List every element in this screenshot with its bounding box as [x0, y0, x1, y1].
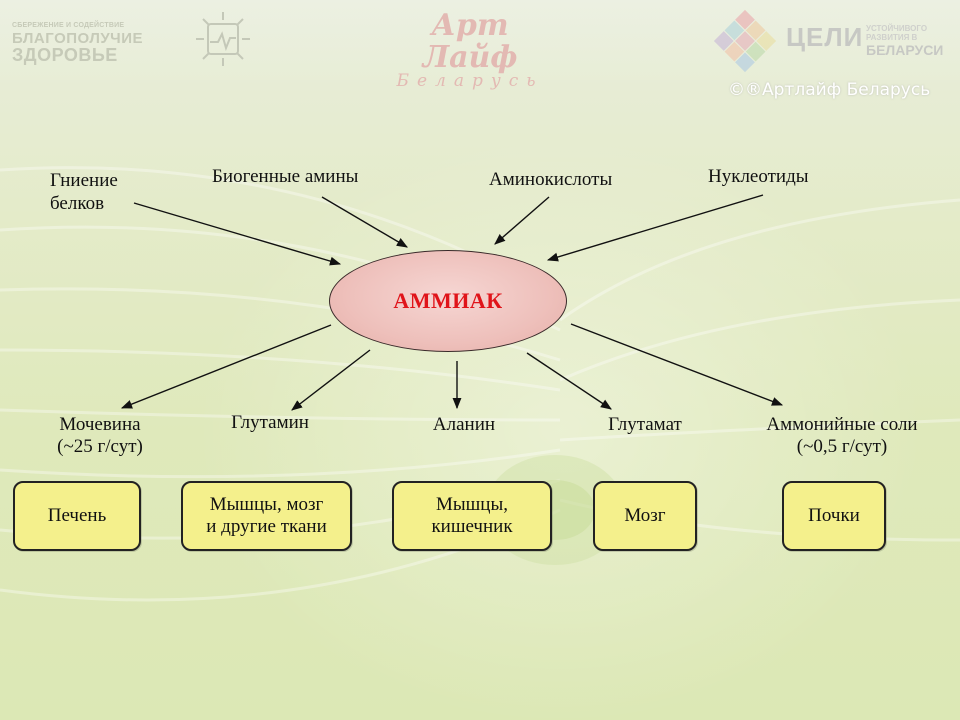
source-protein-decay: Гниение белков: [50, 170, 118, 214]
source-biogenic-amines: Биогенные амины: [212, 166, 359, 187]
sdg-logo-small-text: УСТОЙЧИВОГО РАЗВИТИЯ В: [866, 24, 928, 42]
organ-box-brain: Мозг: [593, 481, 697, 551]
organ-brain-label: Мозг: [624, 505, 666, 526]
source-amino-acids: Аминокислоты: [489, 169, 613, 190]
health-logo-text: БЛАГОПОЛУЧИЕ ЗДОРОВЬЕ: [12, 31, 192, 64]
arrow-product-glutamine: [291, 349, 371, 411]
header-band: [0, 0, 960, 80]
sdg-flower-icon: [713, 9, 777, 73]
product-alanine: Аланин: [432, 414, 496, 435]
health-logo-text-2: ЗДОРОВЬЕ: [12, 45, 118, 65]
arrow-source-amino-acids: [494, 196, 550, 245]
arrow-source-biogenic-amines: [321, 196, 408, 248]
pulse-monitor-icon: [196, 12, 250, 66]
artlife-logo: Арт Лайф Беларусь: [380, 10, 560, 91]
sdg-logo: ЦЕЛИ УСТОЙЧИВОГО РАЗВИТИЯ В БЕЛАРУСИ: [786, 18, 956, 62]
organ-muscle-intestine-label: Мышцы, кишечник: [431, 494, 513, 537]
product-urea: Мочевина (~25 г/сут): [57, 414, 143, 457]
organ-kidneys-label: Почки: [808, 505, 860, 526]
product-ammonium-salts: Аммонийные соли (~0,5 г/сут): [766, 414, 918, 457]
organ-box-liver: Печень: [13, 481, 141, 551]
artlife-logo-line-1: Арт Лайф: [422, 8, 518, 75]
source-nucleotides: Нуклеотиды: [708, 166, 809, 187]
arrow-product-ammonium-salts: [570, 323, 784, 406]
organ-muscle-brain-label: Мышцы, мозг и другие ткани: [206, 494, 327, 537]
health-logo-small-text: СБЕРЕЖЕНИЕ И СОДЕЙСТВИЕ: [12, 22, 125, 29]
sdg-logo-goals: ЦЕЛИ: [786, 22, 864, 52]
health-logo-text-1: БЛАГОПОЛУЧИЕ: [12, 30, 143, 47]
copyright-text: ©®Артлайф Беларусь: [728, 80, 931, 100]
arrow-source-nucleotides: [546, 194, 764, 262]
artlife-logo-line-2: Беларусь: [396, 71, 544, 91]
arrow-product-urea: [120, 324, 332, 409]
arrow-source-protein-decay: [133, 202, 342, 266]
organ-liver-label: Печень: [47, 505, 107, 526]
product-glutamate: Глутамат: [608, 414, 682, 435]
organ-box-kidneys: Почки: [782, 481, 886, 551]
sdg-logo-country: БЕЛАРУСИ: [866, 42, 944, 58]
health-logo: СБЕРЕЖЕНИЕ И СОДЕЙСТВИЕ БЛАГОПОЛУЧИЕ ЗДО…: [12, 22, 192, 64]
arrow-product-glutamate: [526, 352, 612, 410]
organ-box-muscle-brain: Мышцы, мозг и другие ткани: [181, 481, 352, 551]
ammonia-label: АММИАК: [393, 288, 503, 313]
product-glutamine: Глутамин: [231, 412, 309, 433]
organ-box-muscle-intestine: Мышцы, кишечник: [392, 481, 552, 551]
ammonia-node: АММИАК: [329, 250, 567, 352]
